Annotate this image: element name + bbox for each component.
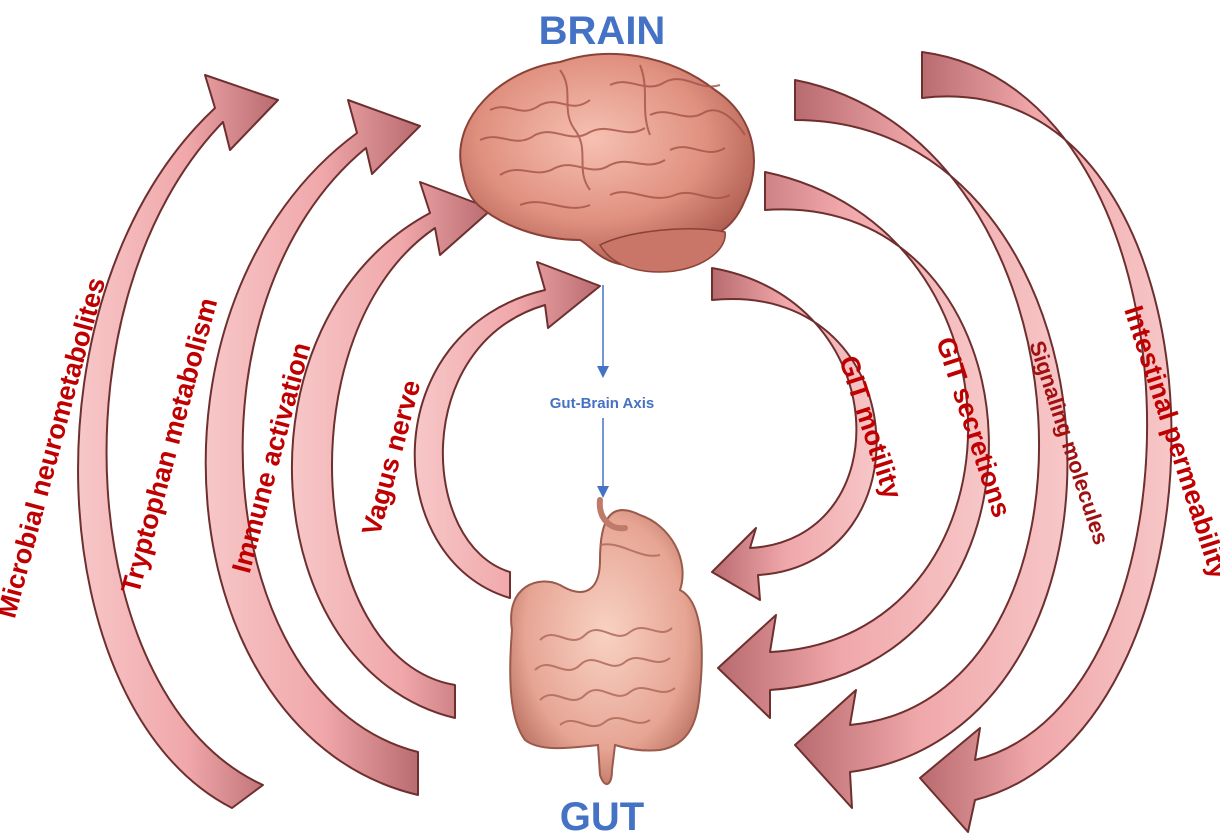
arrow-signaling-molecules <box>795 80 1067 808</box>
arrow-vagus-nerve <box>415 262 600 598</box>
gut-title: GUT <box>560 795 644 836</box>
brain-title: BRAIN <box>539 9 666 53</box>
arrow-git-motility <box>712 268 877 600</box>
gut-brain-axis-label: Gut-Brain Axis <box>550 395 654 412</box>
brain-image <box>460 54 754 272</box>
label-intestinal-permeability: Intestinal permeability <box>1118 302 1220 582</box>
gut-image <box>510 500 702 784</box>
arrow-git-secretions <box>718 172 989 718</box>
